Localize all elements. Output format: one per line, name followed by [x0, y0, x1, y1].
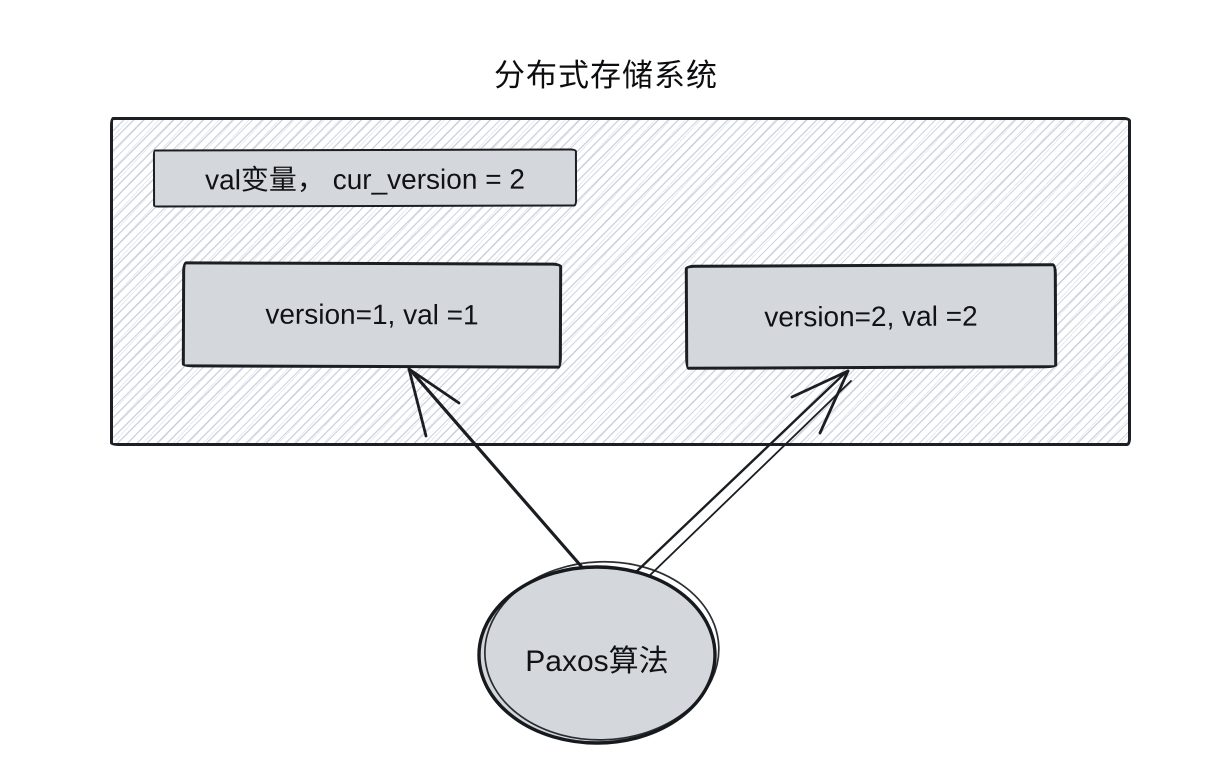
- paxos-ellipse-label: Paxos算法: [525, 645, 669, 678]
- val-variable-box: val变量， cur_version = 2: [152, 148, 578, 208]
- version2-label: version=2, val =2: [764, 300, 978, 332]
- version2-box: version=2, val =2: [684, 263, 1058, 370]
- storage-system-box: val变量， cur_version = 2 version=1, val =1…: [110, 117, 1131, 446]
- diagram-title: 分布式存储系统: [494, 58, 718, 93]
- val-variable-label: val变量， cur_version = 2: [205, 163, 525, 196]
- version1-label: version=1, val =1: [265, 298, 479, 331]
- version1-box: version=1, val =1: [181, 261, 563, 369]
